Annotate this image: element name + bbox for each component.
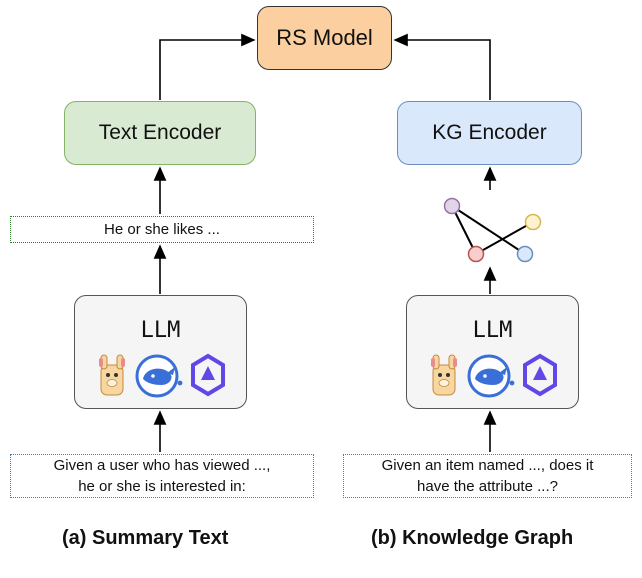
prompt-right-line1: Given an item named ..., does it	[381, 457, 594, 474]
llm-label-left: LLM	[140, 318, 181, 343]
summary-text: He or she likes ...	[104, 221, 220, 238]
graph-edge	[451, 205, 477, 255]
graph-edge	[451, 205, 526, 255]
graph-node-purple	[443, 197, 461, 215]
arrow-kg-encoder-to-rs-model	[393, 33, 491, 100]
text-encoder-box: Text Encoder	[64, 101, 256, 165]
summary-text-box: He or she likes ...	[10, 216, 314, 243]
llm-icons-right	[431, 353, 557, 398]
deepseek-whale-icon	[467, 354, 515, 398]
llm-box-left: LLM	[74, 295, 247, 409]
prompt-box-right: Given an item named ..., does it have th…	[343, 454, 632, 498]
prompt-right-line2: have the attribute ...?	[417, 478, 558, 495]
qwen-icon	[191, 353, 225, 397]
qwen-icon	[523, 353, 557, 397]
rs-model-box: RS Model	[257, 6, 392, 70]
graph-edge	[475, 221, 534, 255]
graph-node-blue	[516, 245, 534, 263]
graph-node-red	[467, 245, 485, 263]
caption-knowledge-graph: (b) Knowledge Graph	[371, 527, 574, 549]
prompt-left-line1: Given a user who has viewed ...,	[53, 457, 271, 474]
caption-summary-text: (a) Summary Text	[62, 527, 229, 549]
kg-encoder-box: KG Encoder	[397, 101, 582, 165]
prompt-left-line2: he or she is interested in:	[78, 478, 246, 495]
rs-model-label: RS Model	[276, 25, 373, 50]
knowledge-graph	[443, 197, 542, 263]
llama-icon	[99, 354, 125, 396]
llm-icons-left	[99, 353, 225, 398]
kg-encoder-label: KG Encoder	[432, 121, 547, 144]
graph-node-yellow	[524, 213, 542, 231]
arrow-text-encoder-to-rs-model	[159, 33, 256, 100]
llm-box-right: LLM	[406, 295, 579, 409]
llama-icon	[431, 354, 457, 396]
prompt-box-left: Given a user who has viewed ..., he or s…	[10, 454, 314, 498]
llm-label-right: LLM	[472, 318, 513, 343]
text-encoder-label: Text Encoder	[98, 121, 222, 144]
deepseek-whale-icon	[135, 354, 183, 398]
